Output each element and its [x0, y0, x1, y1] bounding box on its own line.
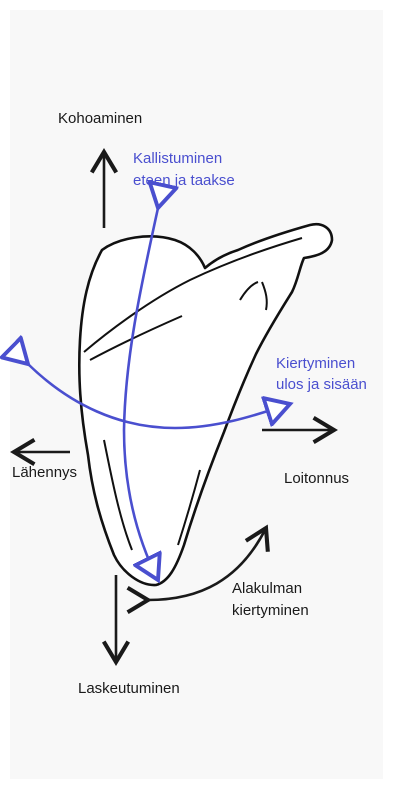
label-tilt-line1: Kallistuminen: [133, 148, 222, 170]
label-depression: Laskeutuminen: [78, 678, 180, 700]
label-elevation: Kohoaminen: [58, 108, 142, 130]
label-inferior-angle-line2: kiertyminen: [232, 600, 309, 622]
label-tilt-line2: eteen ja taakse: [133, 170, 235, 192]
label-inferior-angle-line1: Alakulman: [232, 578, 302, 600]
label-rotation-line1: Kiertyminen: [276, 353, 355, 375]
scapula-bone: [79, 224, 332, 585]
label-adduction: Lähennys: [12, 462, 77, 484]
label-rotation-line2: ulos ja sisään: [276, 374, 367, 396]
label-abduction: Loitonnus: [284, 468, 349, 490]
